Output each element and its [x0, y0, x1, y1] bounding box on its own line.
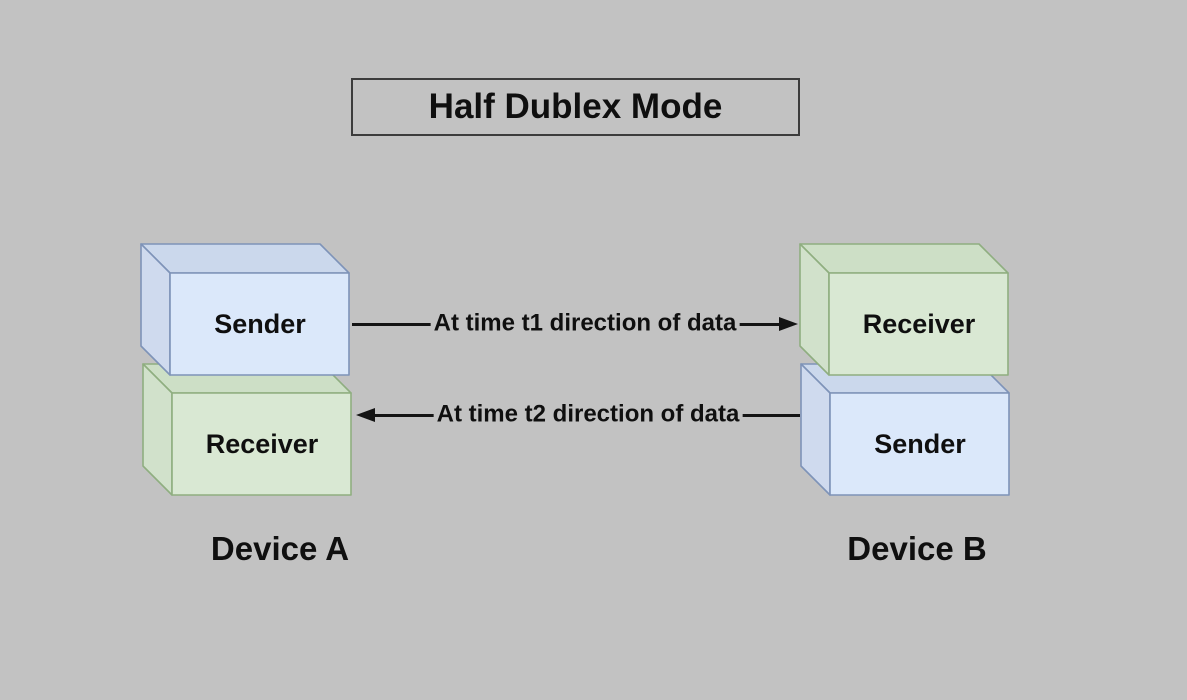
cube-3d-shape [799, 243, 1009, 376]
device-b-receiver-label: Receiver [862, 309, 976, 339]
arrow-t1-right-arrowhead-icon [779, 317, 798, 331]
device-b-receiver-cube: Receiver [799, 243, 1009, 376]
device-b-sender-cube: Sender [800, 363, 1010, 496]
arrow-t1-label: At time t1 direction of data [430, 309, 740, 339]
device-a-caption: Device A [210, 530, 350, 567]
device-a-receiver-label: Receiver [205, 429, 319, 459]
device-b-sender-label: Sender [874, 429, 966, 459]
device-a-receiver-cube: Receiver [142, 363, 352, 496]
device-b-caption: Device B [847, 530, 987, 567]
cube-3d-shape [140, 243, 350, 376]
title-box: Half Dublex Mode [351, 78, 800, 136]
arrow-t2-label: At time t2 direction of data [433, 400, 743, 430]
arrow-t2-left-arrowhead-icon [356, 408, 375, 422]
device-a-sender-cube: Sender [140, 243, 350, 376]
diagram-title: Half Dublex Mode [428, 87, 723, 126]
device-a-sender-label: Sender [214, 309, 306, 339]
